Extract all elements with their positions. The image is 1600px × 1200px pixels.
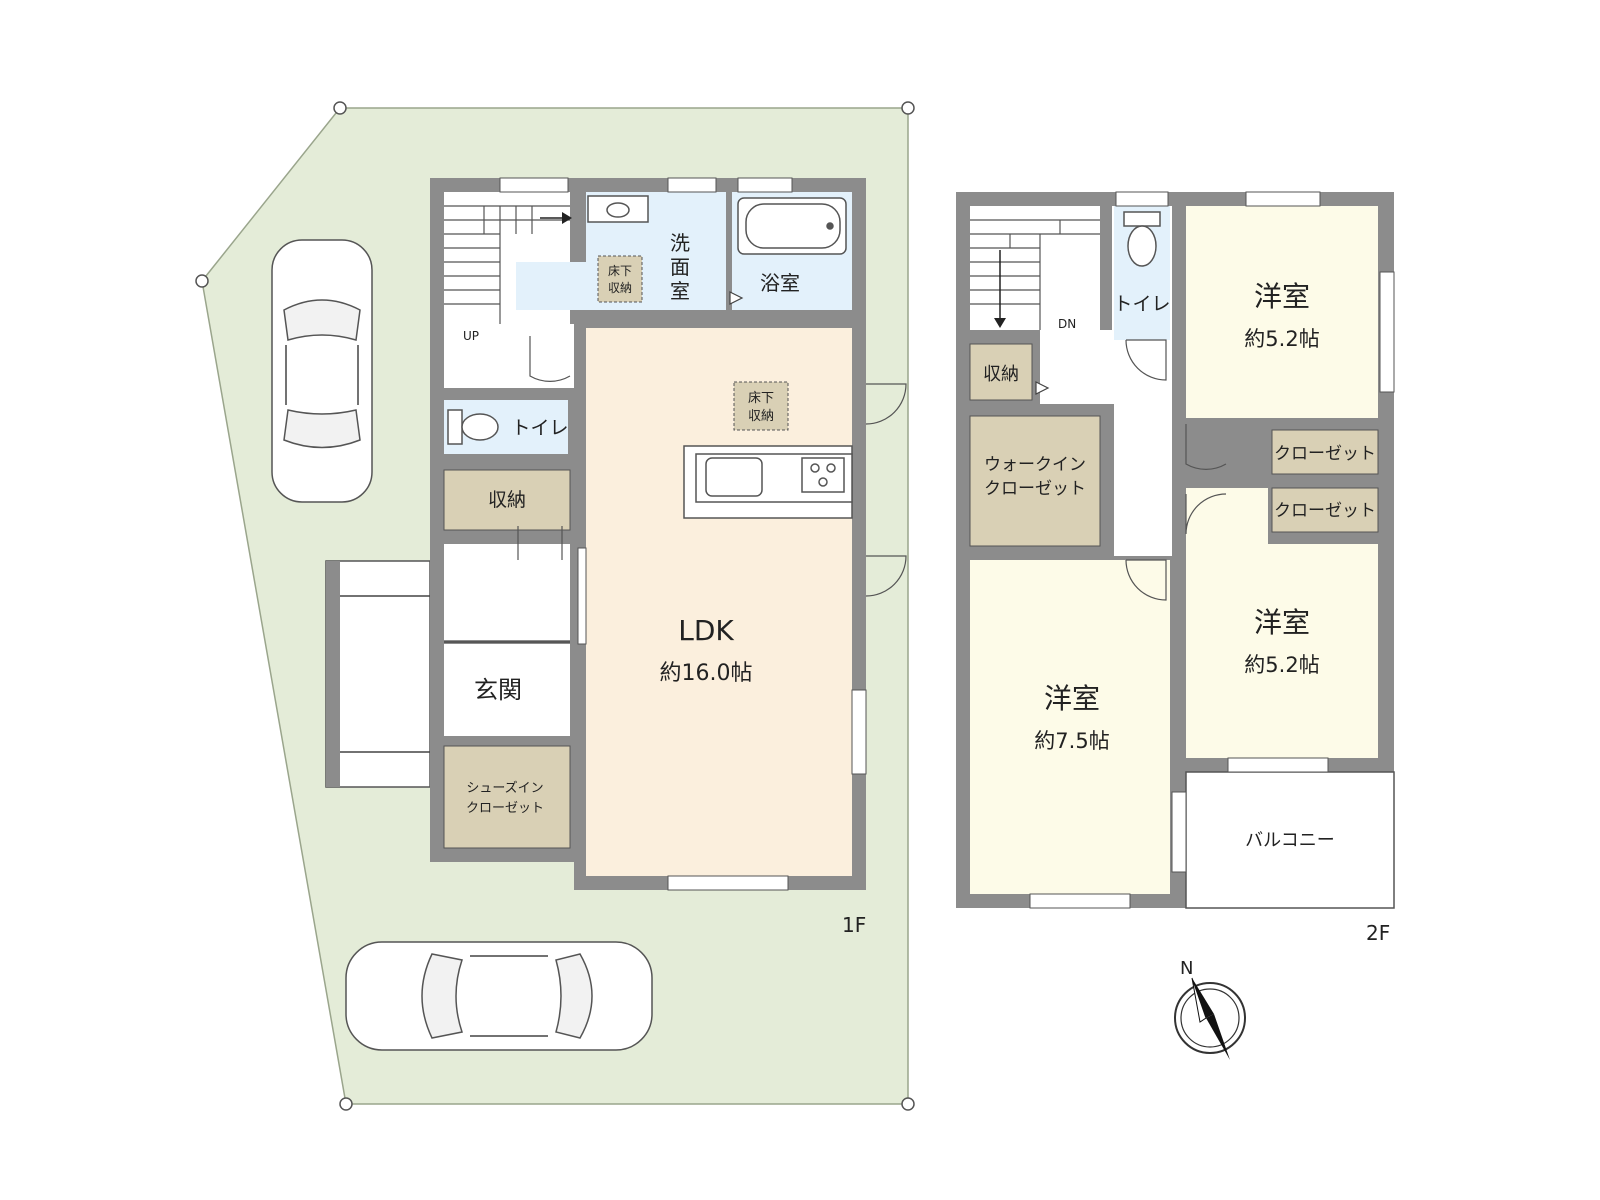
stairs-up-label: UP — [463, 329, 479, 343]
underfloor-wash-line1: 床下 — [608, 264, 632, 278]
entrance-room — [444, 644, 570, 736]
closet-1-label: クローゼット — [1274, 444, 1376, 464]
hall-1f-upper — [444, 324, 574, 388]
room-mid-ext — [1186, 488, 1268, 548]
room-large-name: 洋室 — [1044, 682, 1100, 715]
stairs-2f — [970, 206, 1100, 330]
shoes-closet-line1: シューズイン — [466, 780, 543, 796]
stair-down-arrowhead-icon — [994, 318, 1006, 328]
floor-2f-label: 2F — [1366, 921, 1390, 945]
bath-label: 浴室 — [760, 271, 800, 295]
floor-1f-label: 1F — [842, 913, 866, 937]
underfloor-ldk-line1: 床下 — [748, 391, 774, 406]
underfloor-wash-line2: 収納 — [608, 281, 632, 295]
room-mid — [1186, 544, 1378, 758]
ldk-room — [586, 328, 852, 876]
entrance-label: 玄関 — [474, 676, 522, 704]
kitchen-counter-icon — [683, 445, 853, 519]
walkin-line2: クローゼット — [984, 479, 1086, 499]
car-top-icon — [271, 239, 373, 503]
sink-icon — [587, 195, 649, 223]
bathtub-icon — [737, 197, 847, 255]
room-large-size: 約7.5帖 — [1034, 729, 1109, 753]
toilet-1f-icon — [447, 409, 499, 445]
balcony-label: バルコニー — [1245, 830, 1335, 851]
underfloor-storage-ldk — [733, 381, 789, 431]
stair-treads-2f — [970, 219, 1100, 330]
shoes-closet — [443, 745, 571, 849]
washroom-label-3: 室 — [670, 279, 690, 303]
room-large — [970, 560, 1170, 894]
walkin-line1: ウォークイン — [984, 455, 1086, 475]
shoes-closet-line2: クローゼット — [466, 801, 544, 816]
underfloor-ldk-line2: 収納 — [748, 409, 774, 424]
hall-1f — [444, 544, 570, 640]
room-nw-name: 洋室 — [1254, 280, 1310, 313]
balcony — [1185, 771, 1395, 909]
stair-treads-1f — [444, 205, 570, 324]
walkin-closet — [969, 415, 1101, 547]
windows-2f — [1029, 191, 1395, 909]
closet-1 — [1271, 429, 1379, 475]
entrance-porch — [325, 560, 431, 788]
toilet-1f-label: トイレ — [511, 417, 568, 439]
first-floor: UP 床下 収納 洗 面 室 浴室 トイレ 収納 — [430, 177, 907, 937]
storage-1f — [443, 469, 571, 531]
door-swings-2f — [1125, 339, 1227, 601]
toilet-2f-label: トイレ — [1113, 293, 1170, 315]
storage-2f — [969, 343, 1033, 401]
underfloor-storage-wash — [597, 255, 643, 303]
washroom-ext — [516, 262, 588, 310]
bath-door-icon — [729, 291, 744, 305]
ldk-label: LDK — [678, 614, 734, 647]
room-nw-size: 約5.2帖 — [1244, 327, 1319, 351]
room-nw — [1186, 206, 1378, 418]
second-floor: DN トイレ 収納 ウォークイン クローゼット 洋室 約5.2帖 クローゼット … — [956, 191, 1395, 945]
storage-2f-door-icon — [1035, 381, 1050, 395]
storage-1f-label: 収納 — [488, 489, 526, 511]
door-swings-1f — [517, 336, 907, 597]
compass-north-label: N — [1180, 958, 1193, 979]
closet-2 — [1271, 487, 1379, 533]
compass-icon: N — [1174, 958, 1246, 1060]
room-mid-name: 洋室 — [1254, 606, 1310, 639]
toilet-2f-icon — [1123, 211, 1161, 267]
car-bottom-icon — [345, 941, 653, 1051]
stairs-down-label: DN — [1058, 317, 1076, 331]
washroom-label-1: 洗 — [670, 231, 690, 255]
closet-2-label: クローゼット — [1274, 501, 1376, 521]
ldk-size: 約16.0帖 — [660, 661, 753, 686]
room-mid-size: 約5.2帖 — [1244, 653, 1319, 677]
storage-2f-label: 収納 — [983, 364, 1019, 385]
windows-1f — [499, 177, 867, 891]
stair-arrowhead-icon — [562, 212, 572, 224]
washroom-label-2: 面 — [670, 255, 690, 279]
lot-corner-markers — [195, 101, 915, 1111]
